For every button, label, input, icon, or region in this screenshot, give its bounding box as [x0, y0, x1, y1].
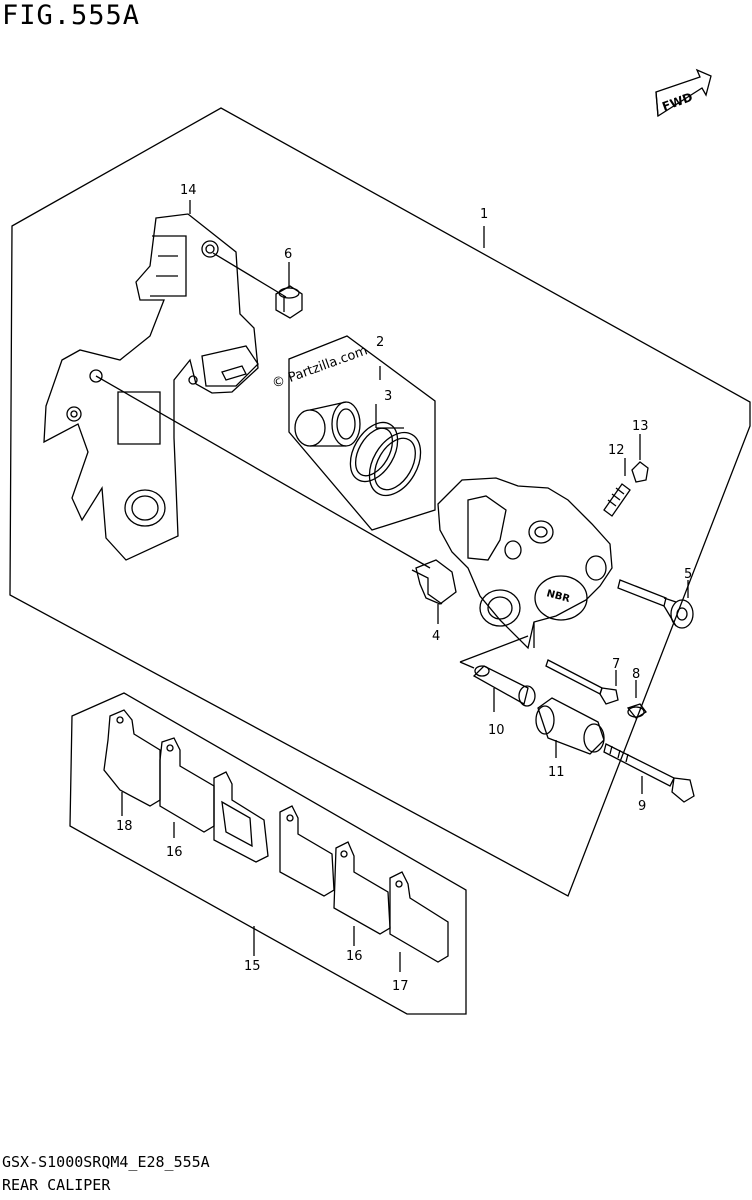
callout-12: 12 [608, 443, 625, 458]
callout-18: 18 [116, 819, 133, 834]
bleeder-screw-part [603, 483, 631, 517]
bolt-part [603, 743, 695, 803]
callout-4: 4 [432, 629, 440, 644]
pad-spring-part [411, 559, 457, 605]
pad-set-outline [69, 692, 467, 1015]
callout-1: 1 [480, 207, 488, 222]
callout-9: 9 [638, 799, 646, 814]
pin-bolt-part [617, 579, 694, 629]
callout-8: 8 [632, 667, 640, 682]
piston-part [294, 401, 361, 447]
callout-10: 10 [488, 723, 505, 738]
figure-title: FIG.555A [2, 0, 141, 31]
brake-pad-shim-left [103, 709, 161, 816]
seal-ring-part [349, 421, 422, 497]
callout-16b: 16 [346, 949, 363, 964]
piston-set-outline [288, 335, 436, 531]
bleeder-cap-part [631, 461, 649, 483]
watermark: © Partzilla.com [270, 343, 369, 391]
callout-7: 7 [612, 657, 620, 672]
callout-6: 6 [284, 247, 292, 262]
callout-3: 3 [384, 389, 392, 404]
caliper-body-part: NBR [437, 477, 613, 650]
sleeve-part [472, 665, 536, 712]
callout-labels: 1 2 3 4 5 6 7 8 9 10 11 12 13 14 15 16 1… [116, 183, 692, 994]
boot-part [535, 697, 605, 758]
caliper-bracket-part [43, 213, 259, 561]
section-name: REAR CALIPER [2, 1176, 111, 1194]
pin-part [545, 659, 619, 705]
callout-16a: 16 [166, 845, 183, 860]
model-code: GSX-S1000SRQM4_E28_555A [2, 1153, 210, 1171]
brake-pad-center-left [213, 771, 269, 863]
brake-pad-left [159, 737, 215, 838]
callout-14: 14 [180, 183, 197, 198]
fwd-arrow [655, 68, 712, 118]
svg-text:NBR: NBR [545, 588, 571, 605]
callout-11: 11 [548, 765, 565, 780]
callout-17: 17 [392, 979, 409, 994]
callout-5: 5 [684, 567, 692, 582]
nut-part [275, 285, 303, 319]
brake-pad-shim-right [389, 871, 449, 972]
callout-15: 15 [244, 959, 261, 974]
brake-pad-center-right [279, 805, 335, 897]
assembly-outline [9, 107, 751, 897]
callout-2: 2 [376, 335, 384, 350]
plug-part [626, 703, 647, 719]
brake-pad-right [333, 841, 391, 946]
callout-13: 13 [632, 419, 649, 434]
